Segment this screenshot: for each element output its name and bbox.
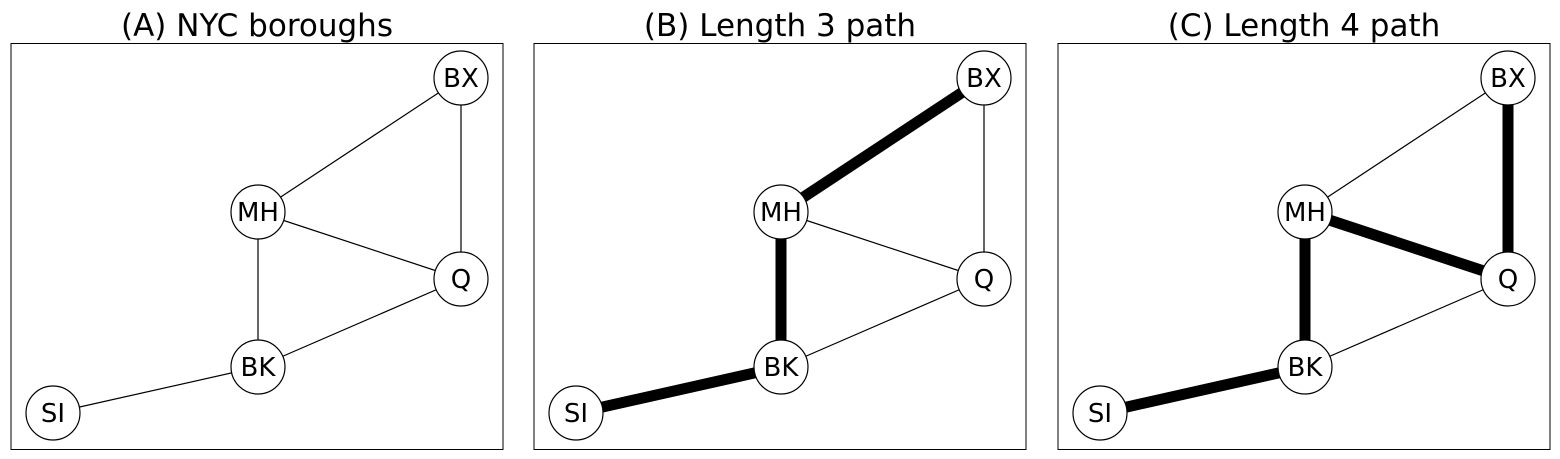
node-MH: MH <box>230 184 286 240</box>
node-SI: SI <box>25 385 81 441</box>
node-label: BK <box>1288 353 1324 383</box>
node-label: Q <box>1498 265 1518 295</box>
node-label: SI <box>41 399 65 429</box>
node-Q: Q <box>433 251 489 307</box>
panel-frame <box>1057 43 1551 450</box>
node-MH: MH <box>753 184 809 240</box>
node-circle <box>753 184 809 240</box>
edge-MH-BX <box>257 77 462 213</box>
node-Q: Q <box>956 251 1012 307</box>
edge-BK-Q <box>257 278 462 368</box>
node-BK: BK <box>230 339 286 395</box>
node-circle <box>433 251 489 307</box>
node-circle <box>1480 50 1536 106</box>
node-BK: BK <box>753 339 809 395</box>
edge-BK-Q <box>1304 278 1509 368</box>
node-label: MH <box>1284 198 1326 228</box>
node-circle <box>433 50 489 106</box>
node-circle <box>230 339 286 395</box>
edge-BK-Q <box>780 278 985 368</box>
node-MH: MH <box>1277 184 1333 240</box>
edge-MH-Q-highlighted <box>1303 206 1510 285</box>
edge-MH-Q <box>257 211 462 280</box>
node-circle <box>1480 251 1536 307</box>
node-BX: BX <box>1480 50 1536 106</box>
edge-SI-BK <box>52 366 259 414</box>
node-label: BX <box>966 64 1002 94</box>
panel-title: (B) Length 3 path <box>644 8 916 44</box>
node-label: MH <box>760 198 802 228</box>
node-BK: BK <box>1277 339 1333 395</box>
panel-title: (C) Length 4 path <box>1168 8 1441 44</box>
edge-MH-BX <box>1304 77 1509 213</box>
panel-title: (A) NYC boroughs <box>121 8 393 44</box>
panel-frame <box>533 43 1027 450</box>
edge-MH-Q <box>780 211 985 280</box>
node-BX: BX <box>433 50 489 106</box>
node-label: SI <box>564 399 588 429</box>
node-label: Q <box>451 265 471 295</box>
edge-SI-BK-highlighted <box>1098 361 1307 419</box>
node-circle <box>25 385 81 441</box>
node-label: BX <box>1490 64 1526 94</box>
node-label: SI <box>1088 399 1112 429</box>
node-SI: SI <box>1072 385 1128 441</box>
node-circle <box>1072 385 1128 441</box>
node-circle <box>956 251 1012 307</box>
edge-SI-BK-highlighted <box>574 361 783 419</box>
node-SI: SI <box>548 385 604 441</box>
node-label: BK <box>764 353 800 383</box>
node-circle <box>1277 339 1333 395</box>
node-label: MH <box>237 198 279 228</box>
panel-frame <box>10 43 504 450</box>
node-label: BK <box>241 353 277 383</box>
node-circle <box>230 184 286 240</box>
node-label: Q <box>974 265 994 295</box>
edge-MH-BX-highlighted <box>777 73 988 217</box>
node-BX: BX <box>956 50 1012 106</box>
node-circle <box>956 50 1012 106</box>
node-label: BX <box>443 64 479 94</box>
node-circle <box>753 339 809 395</box>
node-circle <box>548 385 604 441</box>
node-circle <box>1277 184 1333 240</box>
node-Q: Q <box>1480 251 1536 307</box>
